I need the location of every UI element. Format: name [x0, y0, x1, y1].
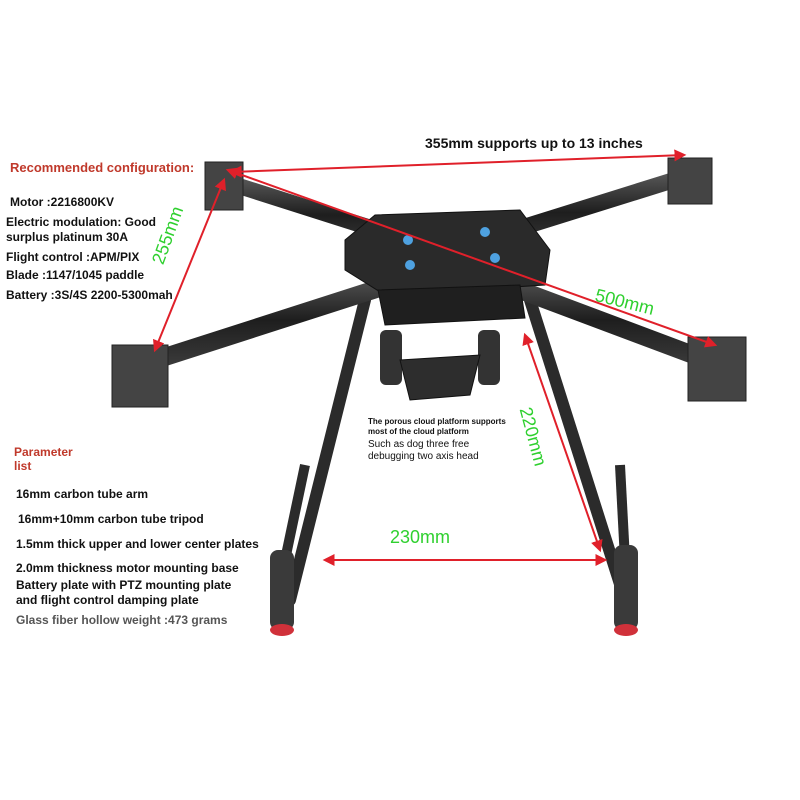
- motor-mount-rear-left: [111, 344, 169, 408]
- parameter-item: Glass fiber hollow weight :473 grams: [16, 613, 228, 627]
- left-foot-foam: [270, 550, 294, 630]
- bottom-center-plate: [377, 284, 526, 326]
- parameter-item: 16mm+10mm carbon tube tripod: [18, 512, 204, 526]
- parameter-item: 16mm carbon tube arm: [16, 487, 149, 501]
- gimbal-note-line1: The porous cloud platform supports: [368, 417, 506, 426]
- config-flight-control: Flight control :APM/PIX: [6, 250, 140, 264]
- gimbal-plate: [399, 354, 481, 401]
- config-blade: Blade :1147/1045 paddle: [6, 268, 145, 282]
- gimbal-left-damper: [380, 330, 402, 385]
- gimbal-note-line2: most of the cloud platform: [368, 427, 469, 436]
- parameters-heading-line1: Parameter: [14, 445, 73, 459]
- config-battery: Battery :3S/4S 2200-5300mah: [6, 288, 173, 302]
- gimbal-note-line4: debugging two axis head: [368, 451, 479, 462]
- parameters-heading-line2: list: [14, 459, 32, 473]
- top-dimension-label: 355mm supports up to 13 inches: [425, 135, 643, 151]
- span-dimension-label: 230mm: [390, 527, 451, 547]
- motor-mount-front-left: [204, 161, 244, 211]
- left-leg-tube: [284, 294, 371, 606]
- parameter-item: and flight control damping plate: [16, 593, 199, 607]
- motor-mount-rear-right: [687, 336, 747, 402]
- parameter-item: Battery plate with PTZ mounting plate: [16, 578, 232, 592]
- motor-mount-front-right: [667, 157, 713, 205]
- right-foot-foam: [614, 545, 638, 630]
- left-leg-strut: [280, 463, 310, 562]
- top-dimension-arrow: [229, 149, 687, 178]
- gimbal-right-damper: [478, 330, 500, 385]
- standoff-3: [405, 260, 415, 270]
- landing-gear: [270, 294, 638, 636]
- diagonal-dimension-arrow: [225, 167, 718, 348]
- config-motor: Motor :2216800KV: [10, 195, 115, 209]
- config-esc-line2: surplus platinum 30A: [6, 230, 129, 244]
- parameter-item: 1.5mm thick upper and lower center plate…: [16, 537, 259, 551]
- left-dimension-arrow: [153, 177, 226, 353]
- standoff-4: [490, 253, 500, 263]
- right-foot-cap: [614, 624, 638, 636]
- parameter-item: 2.0mm thickness motor mounting base: [16, 561, 239, 575]
- leg-dimension-arrow: [522, 332, 603, 553]
- standoff-2: [480, 227, 490, 237]
- left-foot-cap: [270, 624, 294, 636]
- right-leg-strut: [615, 464, 630, 561]
- dimension-arrows: [153, 149, 718, 566]
- center-plate: [344, 209, 551, 326]
- config-esc-line1: Electric modulation: Good: [6, 215, 157, 229]
- gimbal-mount: [380, 330, 500, 401]
- config-heading: Recommended configuration:: [10, 160, 195, 175]
- gimbal-note-line3: Such as dog three free: [368, 439, 470, 450]
